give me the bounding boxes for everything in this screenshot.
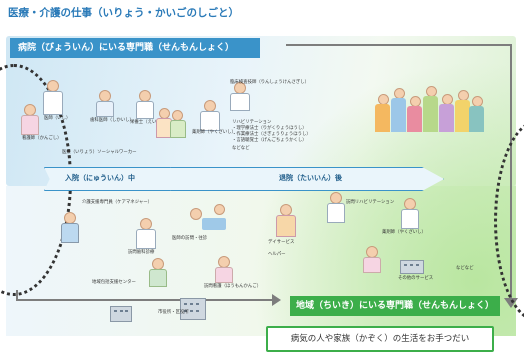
dietitian-figure	[134, 90, 154, 119]
community-banner: 地域（ちいき）にいる専門職（せんもんしょく）	[290, 296, 500, 316]
label-rehab-ot: ・作業療法士（さぎょうりょうほうし）	[232, 132, 311, 137]
label-rehab-pt: ・理学療法士（りがくりょうほうし）	[232, 126, 307, 131]
label-helper: ヘルパー	[268, 252, 286, 257]
label-visit-pharmacist: 薬剤師（やくざいし）	[382, 230, 426, 235]
label-dentist: 歯科医師（しかいし）	[90, 118, 134, 123]
home-dentist-figure	[132, 218, 158, 249]
care-manager-figure	[58, 212, 80, 243]
label-clinical-lab: 臨床検査技師（りんしょうけんさぎし）	[230, 80, 310, 85]
label-etc-bottom: などなど	[456, 266, 474, 271]
nurse-figure-bottom	[360, 246, 382, 273]
community-crowd	[370, 74, 488, 144]
label-doctor: 医師（いし）	[44, 116, 71, 121]
support-center-figure	[146, 258, 168, 287]
timeline-admission-label: 入院（にゅういん）中	[65, 174, 135, 182]
label-other-services: その他のサービス	[398, 276, 434, 281]
label-day-service: デイサービス	[268, 240, 295, 245]
label-etc-top: などなど	[232, 146, 250, 151]
visit-pharmacist-figure	[398, 198, 420, 229]
page-title: 医療・介護の仕事（いりょう・かいごのしごと）	[8, 7, 239, 19]
home-doctor-figure	[188, 204, 228, 234]
city-center-building-icon	[110, 306, 132, 322]
label-visit-rehab: 訪問リハビリテーション	[346, 200, 395, 205]
label-social-worker: 医療（いりょう）ソーシャルワーカー	[62, 150, 137, 155]
rehab-figure	[196, 100, 222, 131]
label-visiting-nurse: 訪問看護（ほうもんかんご）	[204, 284, 262, 289]
label-pharmacist: 薬剤師（やくざいし）	[192, 130, 236, 135]
label-city-center: 地域包括支援センター	[92, 280, 136, 285]
timeline-discharge: 退院（たいいん）後	[170, 167, 444, 191]
day-service-figure	[272, 204, 298, 237]
visiting-nurse-figure	[212, 256, 234, 283]
label-care-manager: 介護支援専門員（ケアマネジャー）	[82, 200, 153, 205]
dentist-figure	[94, 90, 114, 117]
timeline-admission: 入院（にゅういん）中	[44, 167, 186, 191]
flow-arrow-bottom-head	[272, 294, 281, 306]
doctor-figure	[40, 80, 64, 115]
timeline: 入院（にゅういん）中 退院（たいいん）後	[44, 167, 444, 191]
timeline-discharge-label: 退院（たいいん）後	[279, 174, 342, 182]
label-home-doctor: 医師の訪問・往診	[172, 236, 208, 241]
label-home-dentist: 訪問歯科診療	[128, 250, 155, 255]
label-rehab: リハビリテーション	[232, 120, 272, 125]
nurse-figure-top	[18, 104, 40, 135]
visit-rehab-figure	[324, 192, 346, 223]
pharmacist-figure	[156, 108, 186, 138]
clinical-lab-figure	[226, 82, 252, 111]
label-municipal: 市役所・区役所	[158, 310, 189, 315]
label-dietitian: 栄養士（えいようし）	[130, 120, 174, 125]
hospital-banner: 病院（びょういん）にいる専門職（せんもんしょく）	[10, 38, 260, 58]
bottom-caption: 病気の人や家族（かぞく）の生活をお手つだい	[266, 326, 494, 352]
flow-arrow-top	[286, 44, 510, 47]
label-rehab-st: ・言語聴覚士（げんごちょうかくし）	[232, 138, 307, 143]
flow-arrow-bottom	[16, 299, 278, 301]
other-services-icon	[400, 260, 424, 274]
municipal-building-icon	[180, 298, 206, 320]
label-nurse: 看護師（かんごし）	[22, 136, 62, 141]
